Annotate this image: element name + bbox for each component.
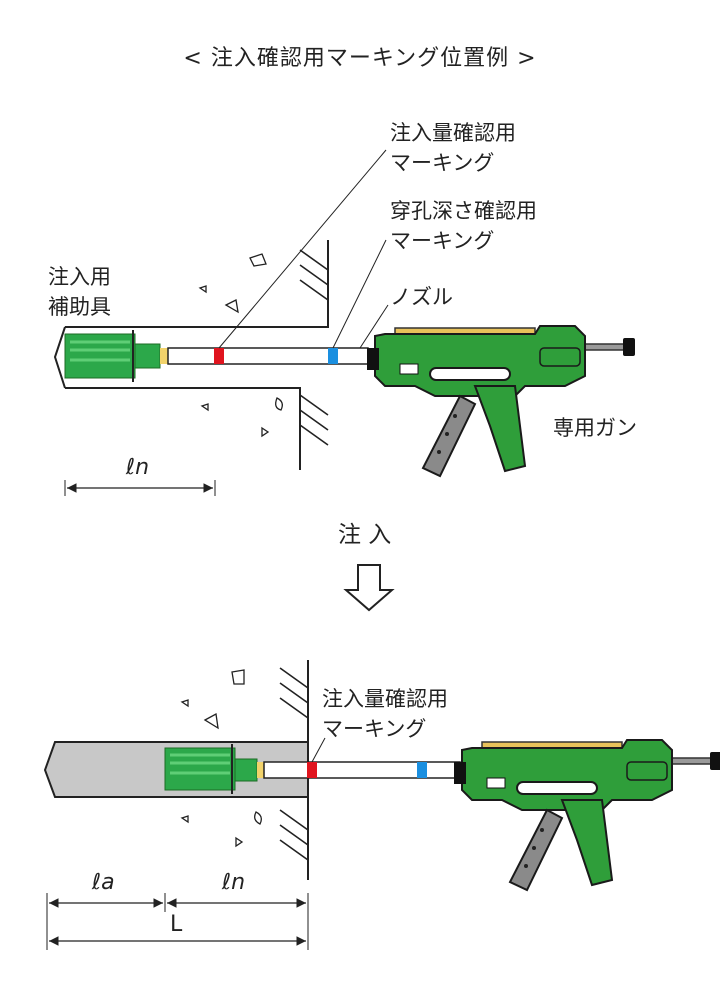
inject-mark-label-bottom-line1: 注入量確認用 bbox=[322, 687, 448, 711]
gun-label: 専用ガン bbox=[553, 416, 637, 440]
step-label: 注 入 bbox=[338, 522, 392, 548]
dim-la: ℓa bbox=[92, 870, 115, 895]
gun-top bbox=[366, 325, 636, 477]
dim-ln-top: ℓn bbox=[126, 455, 150, 480]
aux-tool-label-line2: 補助具 bbox=[48, 295, 111, 319]
gun-bottom bbox=[453, 739, 720, 891]
inject-mark-label-line2: マーキング bbox=[390, 151, 495, 175]
dim-ln-bottom: ℓn bbox=[222, 870, 246, 895]
depth-mark-bottom bbox=[417, 762, 427, 778]
down-arrow-icon bbox=[343, 564, 395, 612]
bottom-figure bbox=[43, 660, 720, 950]
depth-mark-label-line2: マーキング bbox=[390, 229, 495, 253]
inject-mark-bottom bbox=[307, 762, 317, 778]
inject-mark-label-bottom-line2: マーキング bbox=[322, 717, 427, 741]
depth-mark-top bbox=[328, 348, 338, 364]
nozzle-label: ノズル bbox=[390, 285, 453, 309]
page-title: < 注入確認用マーキング位置例 > bbox=[183, 46, 537, 71]
inject-mark-top bbox=[214, 348, 224, 364]
inject-mark-label-line1: 注入量確認用 bbox=[390, 121, 516, 145]
dim-L: L bbox=[170, 912, 183, 937]
top-figure bbox=[53, 149, 636, 496]
aux-tool-label-line1: 注入用 bbox=[48, 265, 111, 289]
depth-mark-label-line1: 穿孔深さ確認用 bbox=[390, 199, 537, 223]
